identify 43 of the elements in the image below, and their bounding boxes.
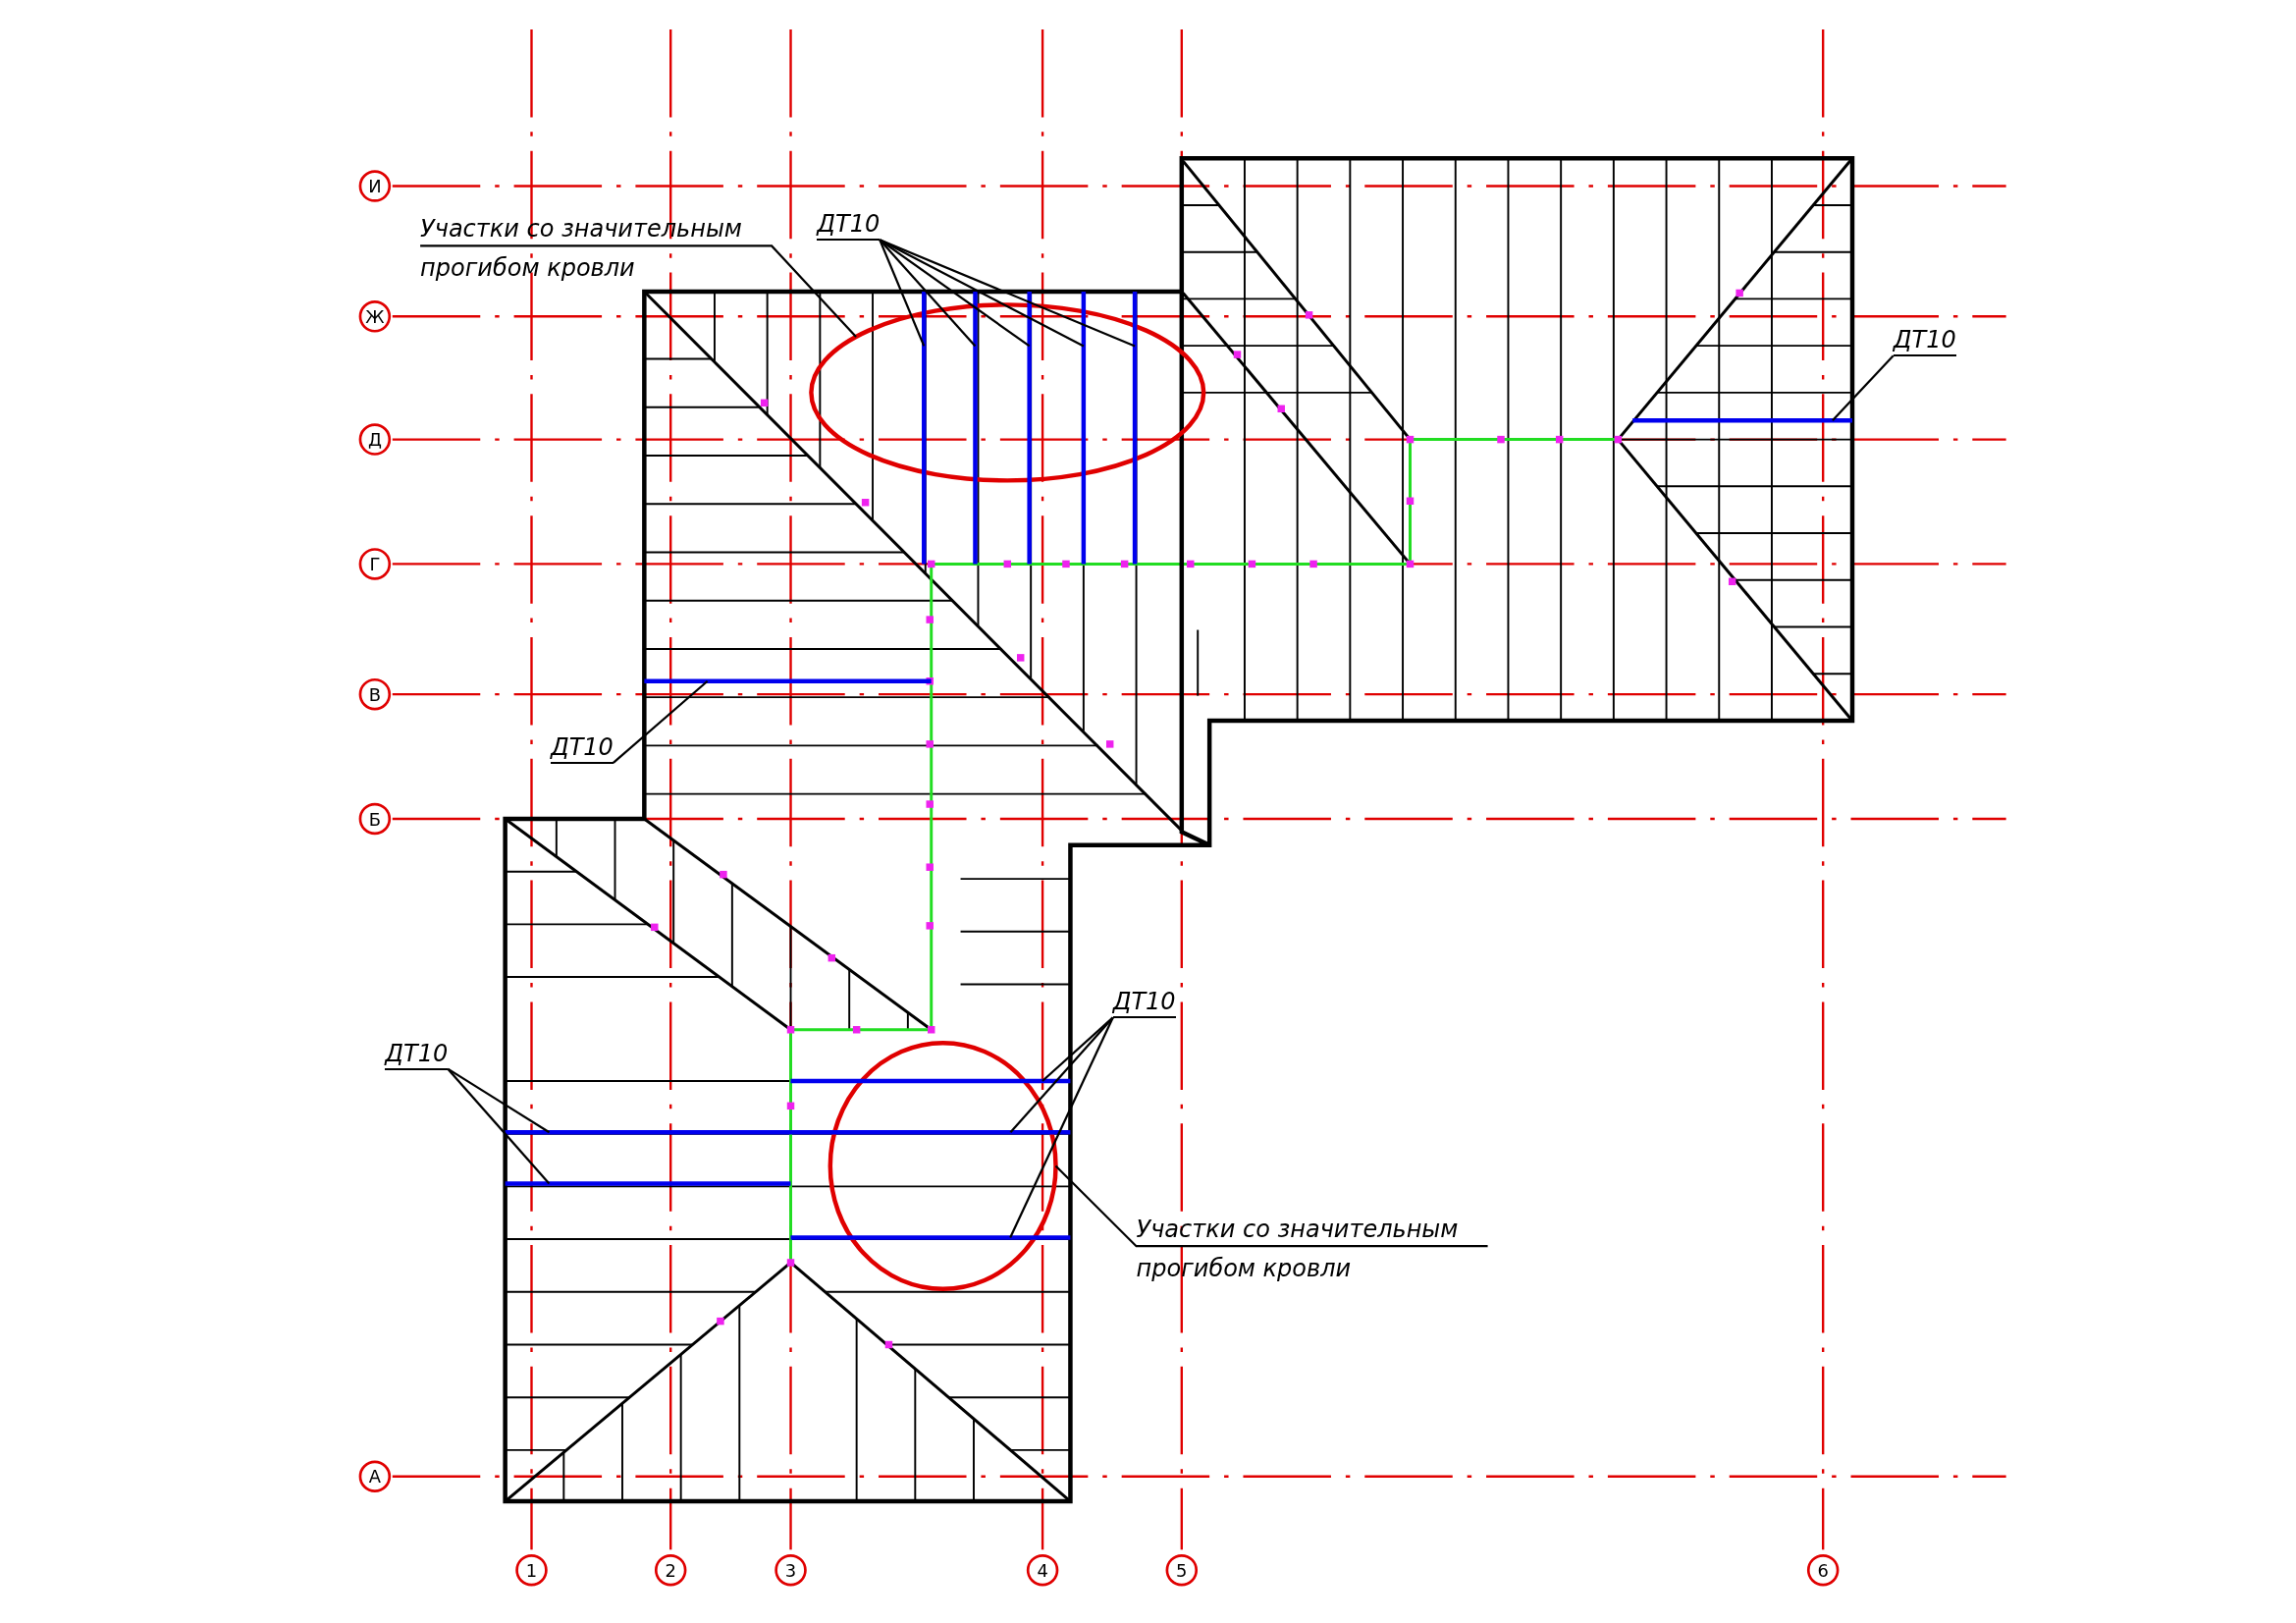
rafter-beam <box>790 1235 1071 1240</box>
rafter-beam <box>1027 291 1032 565</box>
leader-line <box>1009 1016 1114 1133</box>
rafter-beam <box>973 291 978 565</box>
leader-line <box>447 1067 551 1134</box>
axis-bubble: Д <box>358 423 392 456</box>
axis-bubble: Б <box>358 802 392 836</box>
leader-line <box>1832 354 1895 421</box>
leader-line <box>879 239 1136 348</box>
axis-bubble: 5 <box>1165 1553 1199 1587</box>
rafter-beam <box>1081 291 1087 565</box>
axis-bubble: 3 <box>774 1553 807 1587</box>
leader-line <box>613 679 709 764</box>
highlight-ellipse <box>828 1040 1058 1292</box>
leader-line <box>879 239 1031 348</box>
callout-text: ДТ10 <box>817 209 881 242</box>
leader-line <box>420 244 857 338</box>
rafter-beam <box>922 291 927 565</box>
axis-bubble: 1 <box>515 1553 548 1587</box>
callout-text: ДТ10 <box>385 1038 449 1070</box>
axis-bubble: Г <box>358 548 392 580</box>
leader-line <box>447 1067 551 1185</box>
axis-bubble: 6 <box>1806 1553 1840 1587</box>
axis-bubble: В <box>358 677 392 711</box>
leader-line <box>1054 1164 1488 1248</box>
leader-line <box>879 239 1085 348</box>
axis-bubble: Ж <box>358 300 392 333</box>
leader-line <box>879 239 926 347</box>
leader-line <box>1009 1017 1114 1239</box>
rafter-beam <box>790 1078 1071 1084</box>
rafter-beam <box>1632 417 1852 423</box>
axis-bubble: И <box>358 170 392 202</box>
rafter-beam <box>644 678 932 683</box>
axis-bubble: 2 <box>654 1553 687 1587</box>
rafter-beam <box>505 1129 1071 1135</box>
highlight-ellipse <box>809 302 1206 483</box>
axis-bubble: А <box>358 1460 392 1492</box>
callout-text: ДТ10 <box>1112 987 1176 1019</box>
rafter-beam <box>1132 291 1138 565</box>
rafter-beam <box>505 1181 791 1186</box>
callout-text: ДТ10 <box>1893 325 1956 357</box>
callout-text: ДТ10 <box>550 731 614 764</box>
axis-bubble: 4 <box>1026 1553 1059 1587</box>
